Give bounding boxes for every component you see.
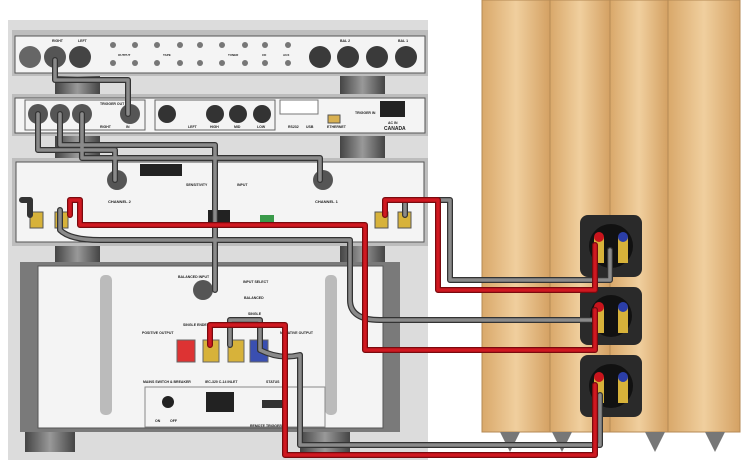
on-label: ON xyxy=(155,419,161,423)
balanced-label: BALANCED xyxy=(244,296,264,300)
preamp-label-aux: AUX xyxy=(283,53,289,57)
crossover-left: LEFT xyxy=(188,125,198,129)
status-label: STATUS xyxy=(266,380,280,384)
input-label: INPUT xyxy=(237,183,248,187)
positive-output-label: POSITIVE OUTPUT xyxy=(142,331,174,335)
preamp-label-tuner: TUNER xyxy=(228,53,239,57)
crossover-trigger-out: TRIGGER OUT xyxy=(100,102,125,106)
crossover-ac-in: AC IN xyxy=(388,121,398,125)
ethernet-port xyxy=(327,114,341,124)
input-select-label: INPUT SELECT xyxy=(243,280,269,284)
crossover-trigger-in: TRIGGER IN xyxy=(355,111,376,115)
speaker-terminal-mid xyxy=(580,287,642,345)
preamp-label-left: LEFT xyxy=(78,39,88,43)
single-ended-input-label: SINGLE ENDED INPUT xyxy=(183,323,222,327)
crossover-mid: MID xyxy=(234,125,241,129)
crossover-right: RIGHT xyxy=(100,125,112,129)
preamp-label-right: RIGHT xyxy=(52,39,64,43)
balanced-input-label: BALANCED INPUT xyxy=(178,275,210,279)
crossover-low: LOW xyxy=(257,125,266,129)
preamplifier: RIGHT LEFT OUTPUT TAPE TUNER CD AUX BAL … xyxy=(12,30,428,76)
crossover-rs232: RS232 xyxy=(288,125,299,129)
speaker-tower xyxy=(481,0,741,452)
mains-label: MAINS SWITCH & BREAKER xyxy=(143,380,191,384)
channel-1-label: CHANNEL 1 xyxy=(315,199,339,204)
crossover-in: IN xyxy=(126,125,130,129)
crossover-usb: USB xyxy=(306,125,314,129)
ac-inlet xyxy=(380,101,405,117)
stereo-amplifier: CHANNEL 2 CHANNEL 1 SENSITIVITY INPUT xyxy=(12,158,428,246)
sensitivity-label: SENSITIVITY xyxy=(186,183,208,187)
cables xyxy=(19,57,613,458)
remote-trigger-label: REMOTE TRIGGER xyxy=(250,424,282,428)
iec-label: IEC-320 C-14 INLET xyxy=(205,380,238,384)
single-label: SINGLE xyxy=(248,312,262,316)
crossover-canada: CANADA xyxy=(384,126,406,132)
speaker-terminal-low xyxy=(580,355,642,417)
crossover-ethernet: ETHERNET xyxy=(327,125,347,129)
preamp-label-output: OUTPUT xyxy=(118,53,131,57)
electronic-crossover: TRIGGER OUT RIGHT IN LEFT HIGH MID LOW R… xyxy=(12,94,428,136)
off-label: OFF xyxy=(170,419,178,423)
channel-2-label: CHANNEL 2 xyxy=(108,199,132,204)
preamp-label-bal1: BAL 1 xyxy=(398,39,408,43)
preamp-label-tape: TAPE xyxy=(163,53,171,57)
preamp-label-cd: CD xyxy=(262,53,267,57)
negative-output-label: NEGATIVE OUTPUT xyxy=(280,331,314,335)
crossover-high: HIGH xyxy=(210,125,219,129)
preamp-label-bal2: BAL 2 xyxy=(340,39,350,43)
red-speaker-cables xyxy=(68,198,597,457)
